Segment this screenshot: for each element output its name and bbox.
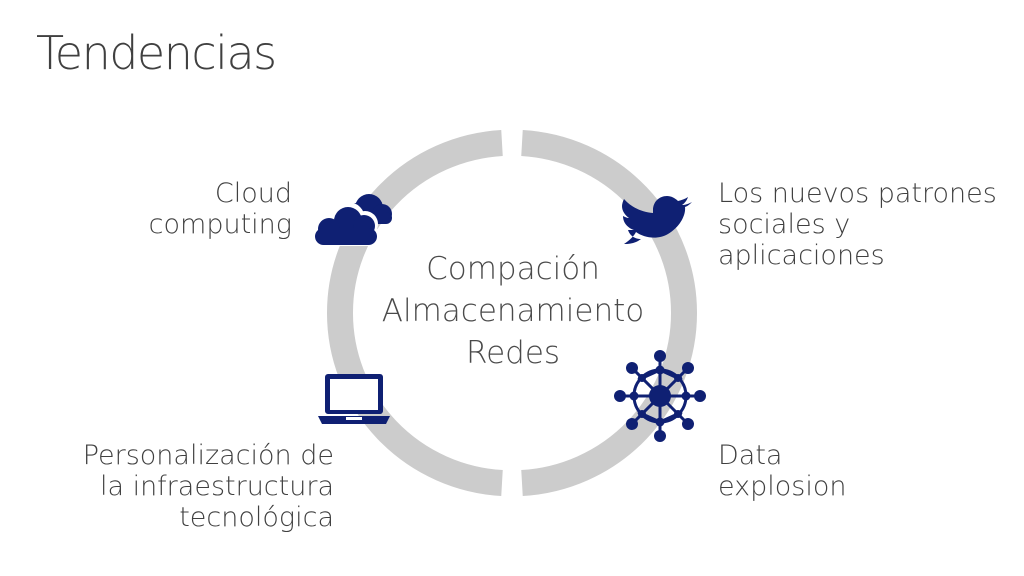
trend-label-line: Los nuevos patrones [718, 178, 997, 209]
trend-label-data-explosion: Data explosion [718, 440, 918, 502]
network-icon [612, 350, 708, 442]
center-topic-storage: Almacenamiento [381, 293, 645, 329]
bird-icon [622, 196, 694, 244]
ring-segment-bottom-left [326, 312, 503, 496]
trend-label-line: Cloud [214, 178, 292, 209]
trend-label-line: computing [148, 209, 292, 240]
trend-label-line: Data [718, 440, 783, 471]
center-topic-network: Redes [465, 335, 561, 371]
center-topic-compute: Compación [426, 251, 600, 287]
center-topics: Compación Almacenamiento Redes [353, 248, 673, 374]
trend-label-line: aplicaciones [718, 240, 885, 271]
cloud-icon [306, 186, 398, 248]
ring-segment-top-left [326, 130, 503, 314]
trend-label-line: tecnológica [179, 502, 334, 533]
trend-label-line: la infraestructura [99, 471, 334, 502]
trend-label-infrastructure: Personalización de la infraestructura te… [64, 440, 334, 533]
trend-label-social-patterns: Los nuevos patrones sociales y aplicacio… [718, 178, 1008, 271]
slide-title: Tendencias [36, 26, 277, 80]
trend-label-line: Personalización de [82, 440, 334, 471]
trend-label-line: explosion [718, 471, 847, 502]
trend-label-cloud-computing: Cloud computing [120, 178, 292, 240]
laptop-icon [316, 372, 392, 426]
ring-segment-bottom-right [521, 312, 698, 496]
trend-label-line: sociales y [718, 209, 851, 240]
ring-segment-top-right [521, 130, 698, 314]
